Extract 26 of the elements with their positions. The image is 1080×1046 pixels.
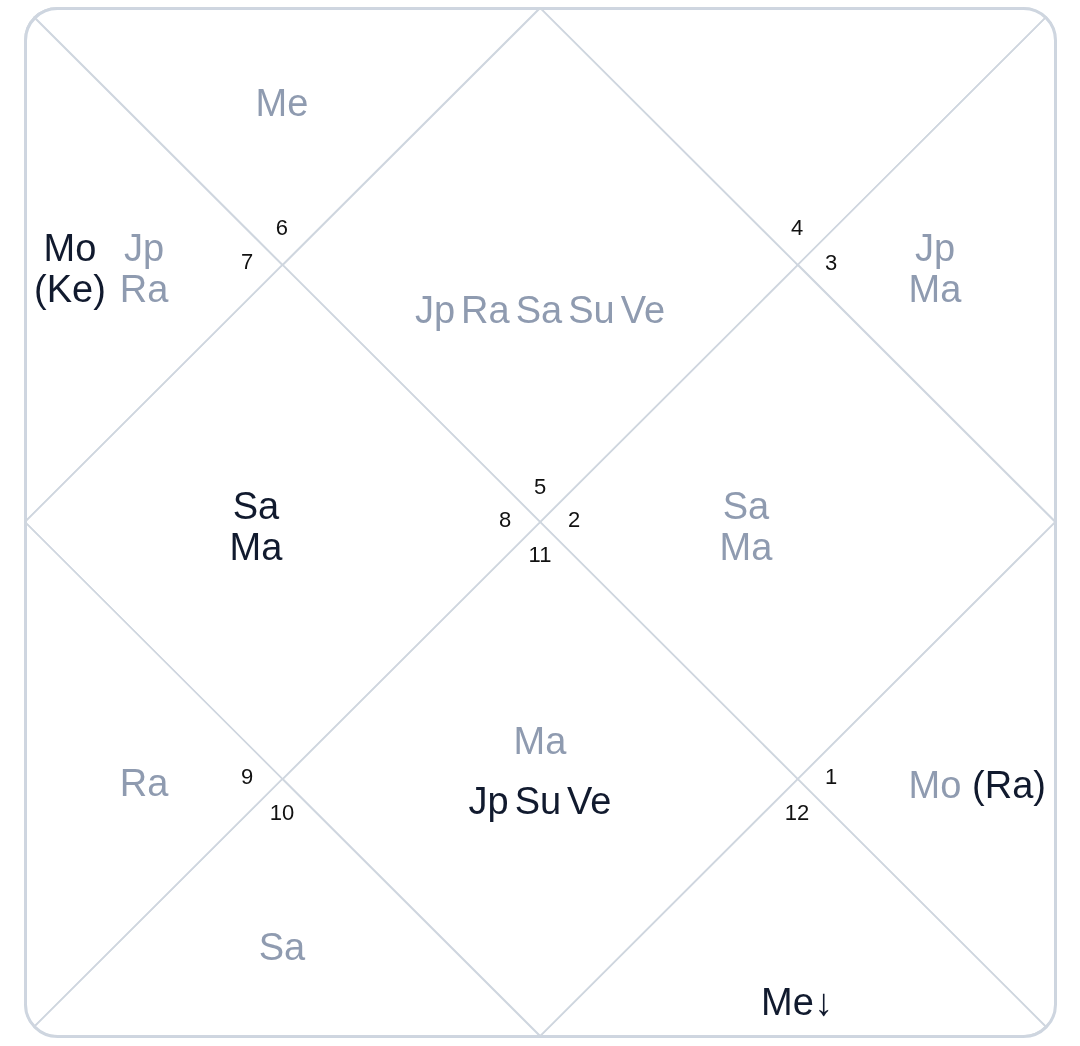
house-number: 4: [790, 217, 804, 239]
house-number: 5: [533, 476, 547, 498]
house-number: 8: [498, 509, 512, 531]
house-number: 11: [528, 544, 552, 566]
planet-label: (Ra): [972, 764, 1046, 806]
house-number: 3: [824, 252, 838, 274]
planet-label: Jp Su Ve: [468, 780, 612, 822]
planet-label: Jp Ra Sa Su Ve: [415, 289, 665, 331]
house-number: 2: [567, 509, 581, 531]
planet-label: Jp Ma: [908, 228, 962, 310]
planet-label: Mo (Ke): [34, 228, 106, 310]
planet-label: Mo: [908, 764, 962, 806]
planet-label: Ra: [119, 762, 169, 804]
planet-label: Jp Ra: [119, 228, 169, 310]
planet-label: Sa Ma: [229, 486, 283, 568]
house-number: 9: [240, 766, 254, 788]
planet-label: Me↓: [761, 981, 833, 1023]
house-number: 10: [269, 802, 295, 824]
planet-label: Ma: [513, 720, 567, 762]
house-number: 1: [824, 766, 838, 788]
planet-label: Me: [255, 82, 309, 124]
house-number: 7: [240, 251, 254, 273]
house-number: 6: [275, 217, 289, 239]
planet-label: Sa Ma: [719, 486, 773, 568]
house-number: 12: [784, 802, 810, 824]
planet-label: Sa: [258, 926, 306, 968]
